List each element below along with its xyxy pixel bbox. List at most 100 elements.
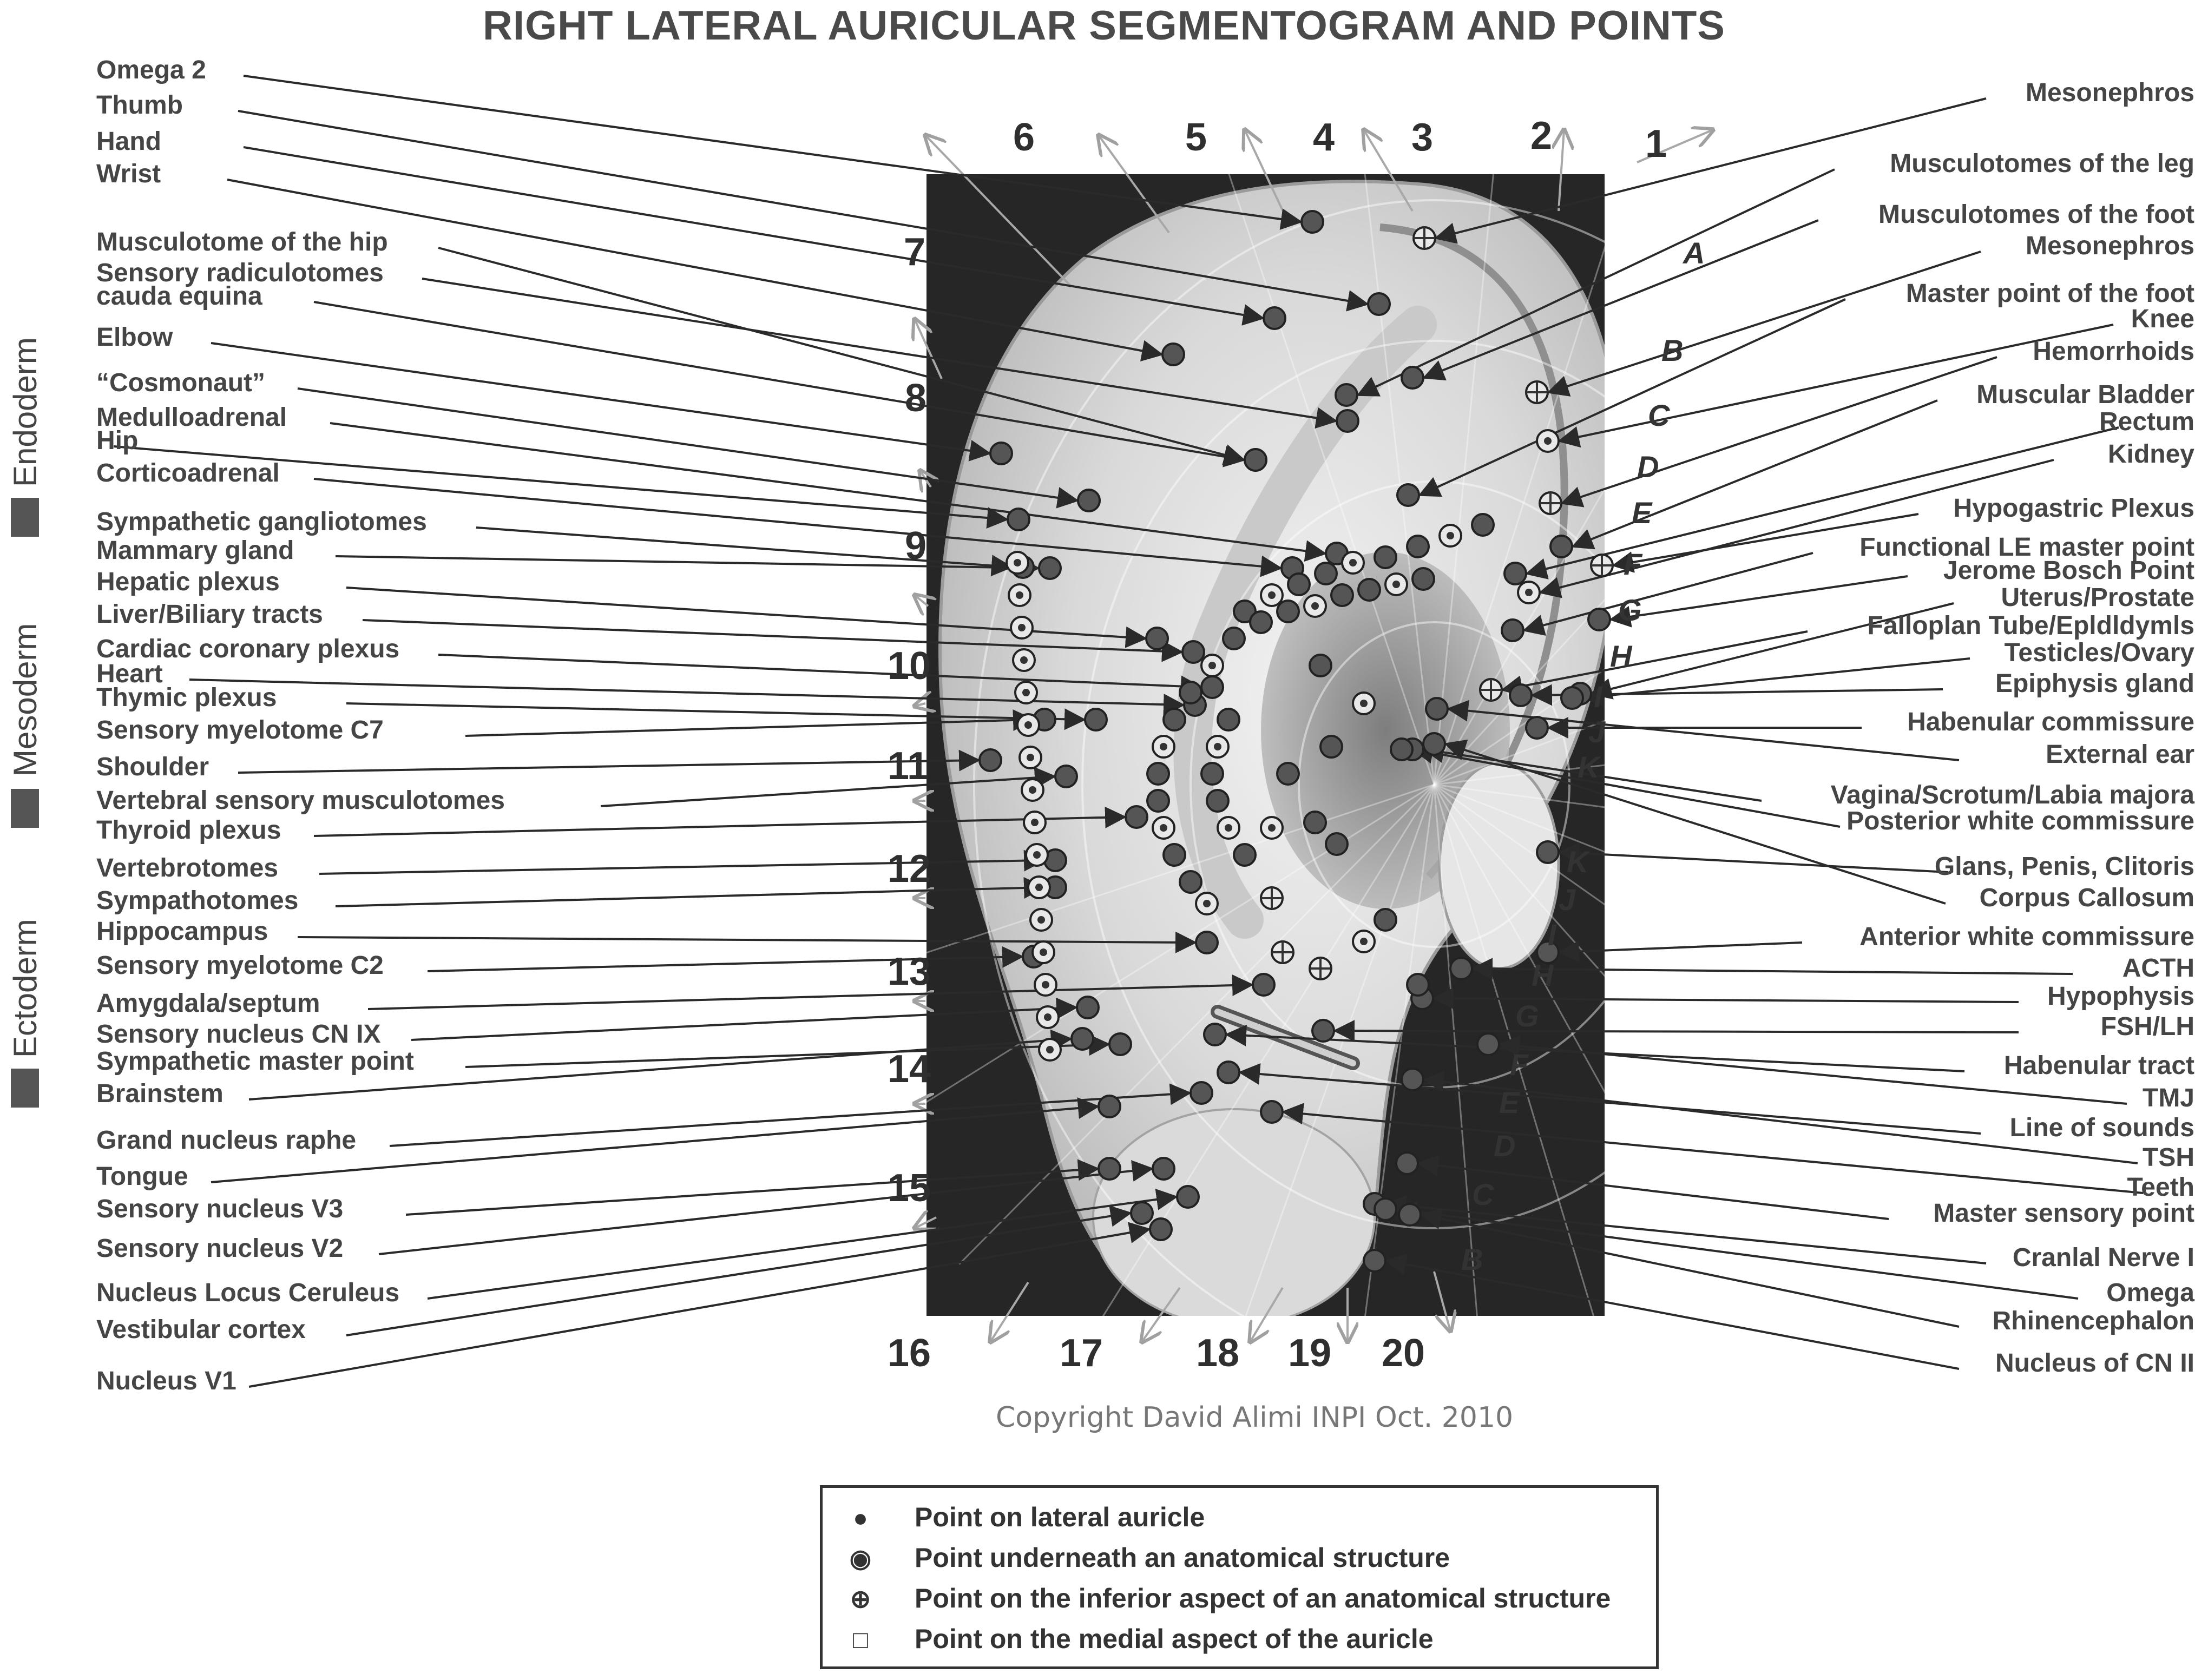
lateral-point-marker — [989, 442, 1013, 465]
right-anatomy-label: Omega — [2106, 1279, 2194, 1307]
leader-line — [427, 946, 1024, 972]
segment-number: 16 — [888, 1332, 931, 1375]
right-anatomy-label: Habenular tract — [2003, 1051, 2194, 1080]
underneath-point-marker — [1012, 648, 1036, 672]
leader-line — [1411, 742, 1841, 828]
leader-line — [1384, 1254, 1960, 1370]
leader-line — [438, 654, 1202, 697]
right-anatomy-label: Habenular commissure — [1907, 708, 2194, 736]
underneath-point-marker — [1010, 616, 1034, 640]
left-anatomy-label: Sensory nucleus V2 — [96, 1234, 344, 1263]
lateral-point-marker — [1325, 832, 1349, 856]
left-anatomy-label: Sensory nucleus V3 — [96, 1195, 344, 1223]
lateral-point-marker — [1390, 737, 1414, 761]
grid-radial-line — [1434, 668, 1605, 786]
leader-line — [1395, 1201, 2079, 1300]
leader-line — [227, 179, 1164, 362]
lateral-point-marker — [978, 748, 1002, 772]
leader-line — [600, 767, 1056, 807]
right-anatomy-label: Corpus Callosum — [1979, 884, 2194, 912]
left-anatomy-label: Wrist — [96, 160, 161, 188]
segment-direction-arrow — [1250, 1287, 1284, 1342]
segment-direction-arrow — [1245, 130, 1289, 222]
segment-number: 20 — [1382, 1332, 1425, 1375]
right-anatomy-label: Rectum — [2099, 407, 2194, 436]
left-anatomy-label: Thymic plexus — [96, 683, 277, 712]
leader-line — [422, 278, 1338, 429]
page-title: RIGHT LATERAL AURICULAR SEGMENTOGRAM AND… — [482, 3, 1725, 49]
left-anatomy-label: Nucleus V1 — [96, 1367, 236, 1395]
left-anatomy-label: Omega 2 — [96, 56, 206, 84]
leader-line — [335, 877, 1046, 907]
right-anatomy-label: Posterior white commissure — [1846, 807, 2194, 835]
lateral-point-marker — [1084, 708, 1108, 732]
lateral-point-marker — [1276, 762, 1300, 786]
segment-number: 10 — [888, 644, 931, 688]
underneath-point-marker — [1200, 654, 1224, 677]
lateral-point-marker — [1560, 686, 1584, 710]
segment-direction-arrow — [990, 1281, 1029, 1342]
leader-line — [1558, 940, 1803, 963]
left-anatomy-label: Hippocampus — [96, 917, 268, 946]
lateral-point-marker — [1146, 762, 1170, 786]
leader-line — [476, 526, 1013, 577]
zone-letter: D — [1494, 1129, 1516, 1163]
left-anatomy-label: Hip — [96, 426, 139, 455]
underneath-point-marker — [1217, 816, 1240, 840]
legend-text: Point on the inferior aspect of an anato… — [915, 1583, 1611, 1613]
left-anatomy-label: Sensory myelotome C2 — [96, 951, 384, 980]
underneath-point-marker — [1352, 930, 1376, 953]
right-anatomy-label: External ear — [2046, 740, 2194, 769]
lateral-point-marker — [1054, 765, 1078, 788]
left-anatomy-label: Mammary gland — [96, 536, 294, 565]
lateral-point-marker — [1309, 654, 1332, 677]
zone-letter: F — [1624, 547, 1642, 581]
left-anatomy-label: cauda equina — [96, 282, 262, 311]
lateral-point-marker — [1149, 1217, 1173, 1241]
left-anatomy-label: Amygdala/septum — [96, 989, 320, 1018]
left-anatomy-label: Hand — [96, 127, 161, 156]
right-anatomy-label: Nucleus of CN II — [1995, 1349, 2194, 1378]
leader-line — [1333, 1020, 2019, 1042]
segment-number: 17 — [1060, 1332, 1103, 1375]
segment-direction-arrow — [915, 595, 928, 606]
leader-line — [346, 1205, 1132, 1336]
left-anatomy-label: Cardiac coronary plexus — [96, 635, 400, 663]
lateral-point-marker — [1374, 908, 1397, 932]
underneath-point-marker — [1034, 973, 1057, 997]
underneath-point-marker — [1384, 572, 1408, 596]
right-anatomy-label: Glans, Penis, Clitoris — [1934, 852, 2194, 881]
leader-line — [1525, 426, 2119, 579]
lateral-point-marker — [1549, 535, 1573, 558]
grid-radial-line — [1434, 783, 1605, 853]
underneath-point-marker — [1008, 583, 1031, 607]
grid-radial-line — [1434, 783, 1605, 906]
lateral-point-marker — [1509, 683, 1533, 707]
lateral-point-marker — [1363, 1249, 1386, 1273]
left-anatomy-label: Brainstem — [96, 1079, 224, 1108]
underneath-point-marker — [1014, 681, 1038, 704]
lateral-point-marker — [1398, 1203, 1422, 1227]
lateral-point-marker — [1536, 940, 1560, 964]
left-anatomy-label: Elbow — [96, 323, 173, 352]
underneath-point-marker — [1031, 940, 1055, 964]
legend-text: Point on the medial aspect of the auricl… — [915, 1624, 1434, 1654]
right-anatomy-label: Teeth — [2127, 1173, 2194, 1202]
legend-text: Point underneath an anatomical structure — [915, 1543, 1450, 1573]
circled-dot-icon: ◉ — [849, 1544, 872, 1572]
underneath-point-marker — [1260, 583, 1284, 607]
legend-box: ●Point on lateral auricle ◉Point underne… — [820, 1485, 1659, 1669]
underneath-point-marker — [1341, 551, 1365, 575]
right-anatomy-label: Mesonephros — [2025, 232, 2194, 260]
right-anatomy-label: FSH/LH — [2100, 1012, 2194, 1041]
left-anatomy-label: Sympathetic gangliotomes — [96, 508, 427, 536]
lateral-point-marker — [1311, 1019, 1335, 1043]
leader-line — [1471, 958, 2073, 980]
lateral-point-marker — [1181, 640, 1205, 664]
leader-line — [465, 709, 1035, 737]
lateral-point-marker — [1190, 1081, 1213, 1105]
leader-line — [1571, 399, 1938, 550]
endoderm-label: Endoderm — [7, 337, 43, 487]
right-anatomy-label: Musculotomes of the leg — [1890, 149, 2194, 178]
zone-letter: I — [1594, 680, 1602, 714]
